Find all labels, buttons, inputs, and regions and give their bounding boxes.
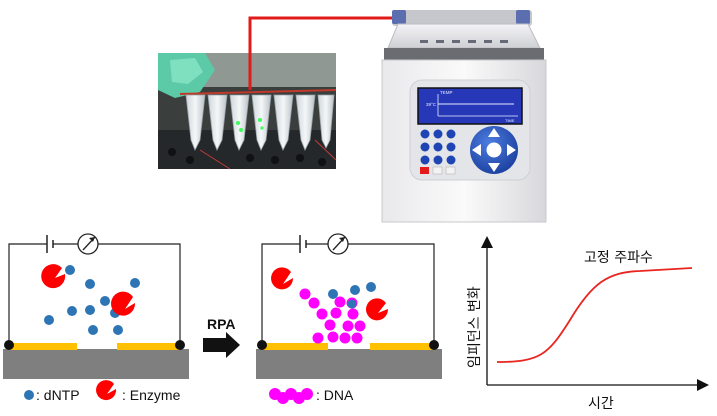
electrode-cell-after [256,233,442,379]
dntp-legend-icon [24,390,34,400]
enzyme-icon [271,267,294,290]
screen-reading: 39°C [426,102,437,107]
device-screen [417,87,523,125]
screen-time-label: TIME [505,118,515,123]
electrode-cell-before [3,233,189,379]
impedance-curve [496,267,693,363]
legend-dna-label: : DNA [316,387,354,403]
enzyme-legend-icon [96,380,117,401]
electrode-left [9,343,77,350]
graph-ylabel: 임피던스 변화 [467,286,483,368]
rpa-label: RPA [207,316,236,332]
legend: : dNTP : Enzyme : DNA [24,380,354,404]
enzyme-icon [111,291,136,316]
y-axis-arrow-icon [481,236,493,248]
graph-annotation: 고정 주파수 [584,250,653,266]
dna-legend-icon [269,388,313,404]
impedance-graph: 고정 주파수 시간 임피던스 변화 [467,236,709,412]
tube-strip-photo [158,53,337,170]
x-axis-arrow-icon [697,379,709,391]
graph-xlabel: 시간 [588,396,614,412]
dntp-dots [328,282,376,309]
keypad [420,129,456,165]
substrate [256,349,442,379]
rpa-device: TEMP 39°C TIME [381,10,547,223]
legend-dntp-label: : dNTP [36,387,80,403]
enzyme-icon [366,298,389,321]
stop-button-icon [420,167,429,174]
legend-enzyme-label: : Enzyme [122,387,181,403]
enzyme-icon [41,264,66,289]
dna-strands [299,288,366,344]
rpa-arrow-icon [203,332,240,358]
dntp-dots [44,265,140,335]
electrode-right [370,343,434,350]
electrode-right [117,343,180,350]
screen-temp-label: TEMP [440,90,453,95]
substrate [3,349,189,379]
electrode-left [262,343,328,350]
